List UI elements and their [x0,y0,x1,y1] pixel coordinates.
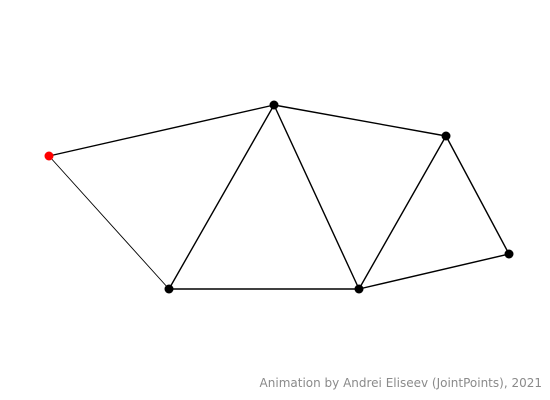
joint-node-n1 [269,100,279,110]
joint-node-n4 [354,284,364,294]
graph-edges [48,104,510,290]
joint-node-n2 [441,131,451,141]
edge-n1-n3 [168,104,275,290]
edge-n4-n5 [358,253,510,290]
edge-n2-n5 [445,135,510,255]
joint-node-n5 [504,249,514,259]
highlighted-joint-node [44,151,54,161]
edge-n1-n2 [273,104,447,137]
edge-n2-n4 [358,135,447,290]
edge-n1-n4 [273,104,360,290]
graph-nodes [44,100,514,294]
animation-credit: Animation by Andrei Eliseev (JointPoints… [259,376,542,390]
joint-node-n3 [164,284,174,294]
edge-red-n1 [48,104,275,157]
edge-red-n3 [48,155,170,290]
